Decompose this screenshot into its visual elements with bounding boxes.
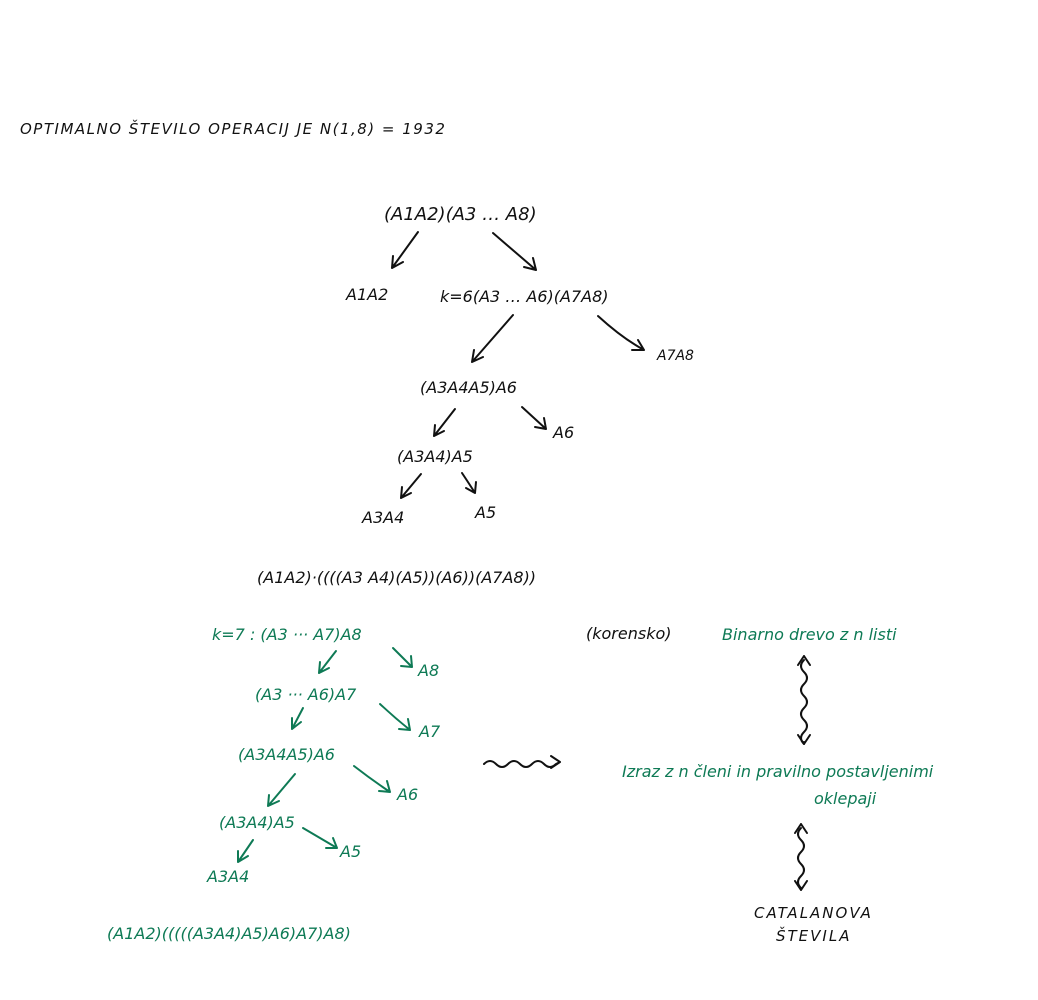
catalan-line1: CATALANOVA bbox=[754, 904, 873, 922]
black-expression: (A1A2)·((((A3 A4)(A5))(A6))(A7A8)) bbox=[257, 568, 536, 587]
header-text: OPTIMALNO ŠTEVILO OPERACIJ JE N(1,8) = 1… bbox=[20, 119, 446, 138]
green-leaf-a6: A6 bbox=[396, 785, 418, 804]
green-leaf-a7: A7 bbox=[418, 722, 441, 741]
black-leaf-a6: A6 bbox=[552, 423, 574, 442]
black-split-node: k=6(A3 … A6)(A7A8) bbox=[440, 287, 609, 306]
binary-tree-label: Binarno drevo z n listi bbox=[722, 625, 897, 644]
green-node-a7: (A3 ··· A6)A7 bbox=[255, 685, 357, 704]
green-leaf-a3a4: A3A4 bbox=[206, 867, 249, 886]
black-arrows bbox=[391, 231, 645, 499]
black-root: (A1A2)(A3 … A8) bbox=[384, 204, 537, 225]
black-leaf-a5: A5 bbox=[474, 503, 496, 522]
black-leaf-a1a2: A1A2 bbox=[345, 285, 388, 304]
green-arrows bbox=[237, 647, 413, 863]
catalan-line2: ŠTEVILA bbox=[776, 926, 851, 945]
green-leaf-a5: A5 bbox=[339, 842, 361, 861]
black-leaf-a3a4: A3A4 bbox=[361, 508, 404, 527]
black-node-3456: (A3A4A5)A6 bbox=[420, 378, 517, 397]
green-node-a5: (A3A4)A5 bbox=[219, 813, 295, 832]
green-node-a6: (A3A4A5)A6 bbox=[238, 745, 335, 764]
green-root: k=7 : (A3 ··· A7)A8 bbox=[212, 625, 362, 644]
black-node-345: (A3A4)A5 bbox=[397, 447, 473, 466]
squiggle-arrow bbox=[483, 755, 561, 769]
green-leaf-a8: A8 bbox=[417, 661, 439, 680]
green-expression: (A1A2)(((((A3A4)A5)A6)A7)A8) bbox=[107, 924, 351, 943]
black-leaf-a7a8: A7A8 bbox=[656, 348, 694, 364]
wavy-double-arrow-bottom bbox=[794, 823, 808, 891]
izraz-line1: Izraz z n členi in pravilno postavljenim… bbox=[622, 762, 934, 781]
wavy-double-arrow-top bbox=[797, 655, 811, 745]
korensko-label: (korensko) bbox=[586, 624, 672, 643]
izraz-line2: oklepaji bbox=[814, 789, 877, 808]
